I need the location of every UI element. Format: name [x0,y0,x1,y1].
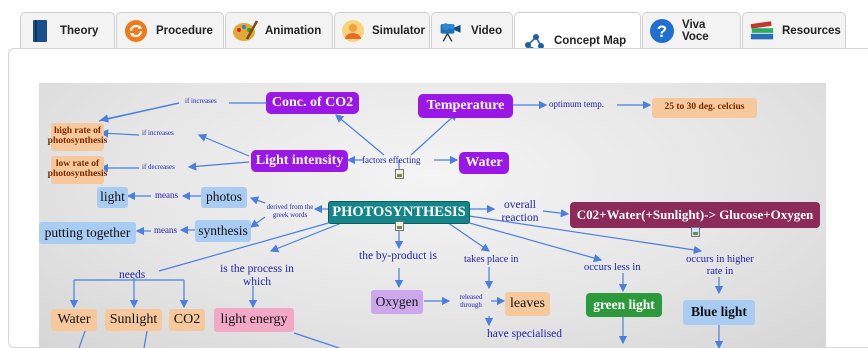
node-light-energy[interactable]: light energy [214,308,294,332]
tab-procedure[interactable]: Procedure [116,12,224,48]
node-photosynthesis[interactable]: PHOTOSYNTHESIS [328,201,470,224]
node-oxygen[interactable]: Oxygen [371,290,423,314]
node-leaves[interactable]: leaves [505,292,550,316]
link-label: means [154,225,177,235]
link-label: takes place in [464,254,519,265]
refresh-icon [123,18,149,44]
node-co2[interactable]: CO2 [169,309,205,331]
tab-label: Animation [265,24,322,37]
link-label: means [155,190,178,200]
tab-theory[interactable]: Theory [20,12,115,48]
link-label: the by-product is [359,250,437,262]
node-low-rate[interactable]: low rate of photosynthesis [48,156,107,184]
help-icon: ? [649,18,675,44]
node-high-rate[interactable]: high rate of photosynthesis [48,123,107,151]
link-label: have specialised [487,328,563,340]
link-label: optimum temp. [549,99,604,109]
node-photos[interactable]: photos [201,187,247,208]
link-label: derived from the greek words [266,203,314,219]
concept-map-arrows [69,100,724,348]
link-label: if decreases [142,163,175,171]
node-green-light[interactable]: green light [586,293,662,317]
link-label: if increases [185,97,217,105]
simulator-icon [341,18,365,44]
tab-video[interactable]: Video [431,12,513,48]
node-light-intensity[interactable]: Light intensity [251,150,348,172]
node-putting-together[interactable]: putting together [39,222,136,244]
node-temperature-range[interactable]: 25 to 30 deg. celcius [652,98,757,118]
link-label: is the process in which [220,263,294,288]
node-light[interactable]: light [97,187,128,208]
palette-icon [232,18,258,44]
link-label: released through [459,293,483,309]
tab-label: Concept Map [554,34,627,47]
tab-label: Procedure [156,24,213,37]
link-label: if increases [142,129,174,137]
link-label: occurs in higher rate in [686,254,754,277]
tab-label: Simulator [372,24,426,37]
tab-label: Viva Voce [682,18,709,43]
tab-resources[interactable]: Resources [742,12,846,48]
tab-label: Video [471,24,503,37]
node-temperature[interactable]: Temperature [418,94,513,118]
link-label: occurs less in [584,262,641,273]
tab-bar: Theory Procedure Animation Simulator Vid… [20,12,847,68]
book-icon [27,18,53,44]
link-label: factors effecting [362,155,421,165]
node-conc-co2[interactable]: Conc. of CO2 [266,92,359,114]
tab-label: Resources [782,24,841,37]
concept-map: Conc. of CO2 Temperature 25 to 30 deg. c… [39,83,826,348]
node-water-need[interactable]: Water [51,309,97,331]
link-label: needs [119,269,146,281]
tab-simulator[interactable]: Simulator [334,12,430,48]
node-sunlight[interactable]: Sunlight [105,309,162,331]
resource-icon[interactable] [395,169,404,179]
resource-icon[interactable] [395,221,404,231]
node-equation[interactable]: C02+Water(+Sunlight)-> Glucose+Oxygen [570,202,820,228]
tab-viva-voce[interactable]: ? Viva Voce [642,12,741,48]
link-label: overall reaction [501,199,539,224]
node-blue-light[interactable]: Blue light [683,300,755,325]
svg-text:?: ? [657,22,667,41]
image-icon[interactable] [691,227,700,237]
video-camera-icon [438,18,464,44]
tab-animation[interactable]: Animation [225,12,333,48]
node-synthesis[interactable]: synthesis [195,220,251,242]
books-icon [749,18,775,44]
tab-label: Theory [60,24,99,37]
node-water-factor[interactable]: Water [459,152,509,174]
